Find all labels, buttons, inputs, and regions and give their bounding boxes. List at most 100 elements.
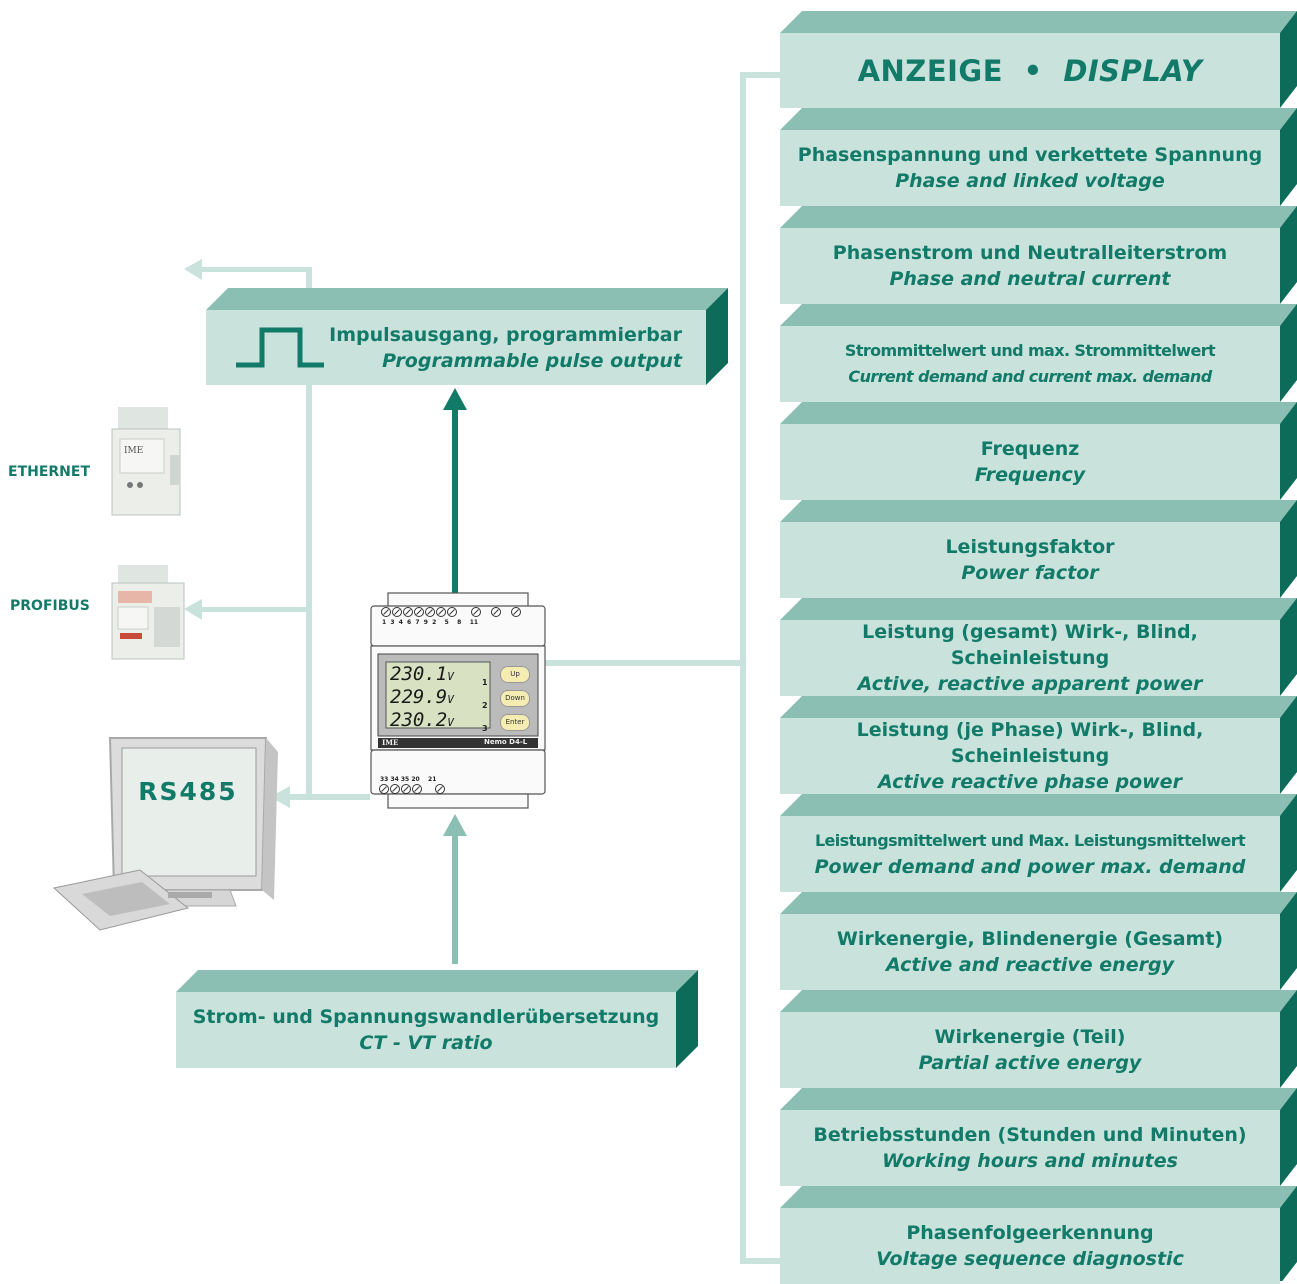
display-item-3: Strommittelwert und max. Strommittelwert…: [780, 326, 1280, 402]
rs485-arrowhead: [270, 786, 290, 808]
display-item-11: Betriebsstunden (Stunden und Minuten) Wor…: [780, 1110, 1280, 1186]
display-item-en: Working hours and minutes: [882, 1150, 1178, 1172]
box-top-face: [780, 402, 1297, 424]
box-side-face: [1280, 11, 1297, 108]
display-header-en: DISPLAY: [1063, 53, 1203, 88]
reading-1-unit: V: [447, 670, 454, 683]
phase-number-2: 2: [482, 701, 488, 710]
box-side-face: [1280, 500, 1297, 598]
box-side-face: [1280, 990, 1297, 1088]
box-top-face: [780, 1088, 1297, 1110]
display-item-en: Voltage sequence diagnostic: [876, 1248, 1184, 1270]
display-item-8: Leistungsmittelwert und Max. Leistungsmi…: [780, 816, 1280, 892]
ethernet-label: ETHERNET: [8, 464, 91, 480]
ratio-box: Strom- und Spannungswandlerübersetzung C…: [176, 992, 676, 1068]
reading-3: 230.2: [390, 709, 448, 731]
display-item-en: Power factor: [961, 562, 1099, 584]
box-top-face: [780, 990, 1297, 1012]
pulse-output-box: Impulsausgang, programmierbar Programmab…: [206, 310, 706, 385]
reading-3-unit: V: [447, 716, 454, 729]
reading-2: 229.9: [390, 686, 448, 708]
ethernet-arrowhead: [184, 259, 202, 280]
rs485-line: [288, 794, 370, 800]
box-top-face: [780, 696, 1297, 718]
rs485-label: RS485: [138, 777, 238, 806]
display-bus-vertical: [740, 72, 746, 1264]
profibus-line: [200, 607, 312, 612]
reading-1: 230.1: [390, 663, 448, 685]
profibus-module-image: [111, 565, 185, 660]
display-item-en: Power demand and power max. demand: [814, 856, 1246, 878]
meter-model: Nemo D4-L: [484, 738, 528, 746]
display-item-de: Leistungsmittelwert und Max. Leistungsmi…: [814, 831, 1246, 850]
display-item-en: Frequency: [974, 464, 1086, 486]
computer-image: [52, 737, 278, 931]
display-header-bullet: •: [1023, 53, 1043, 88]
box-side-face: [1280, 206, 1297, 304]
display-item-en: Current demand and current max. demand: [848, 367, 1212, 386]
display-item-en: Active and reactive energy: [886, 954, 1174, 976]
display-item-de: Wirkenergie, Blindenergie (Gesamt): [836, 928, 1224, 950]
box-top-face: [780, 11, 1297, 33]
box-top-face: [780, 304, 1297, 326]
display-header-de: ANZEIGE: [857, 53, 1004, 88]
ratio-box-de: Strom- und Spannungswandlerübersetzung: [192, 1006, 660, 1028]
display-item-de: Strommittelwert und max. Strommittelwert: [844, 341, 1216, 360]
svg-text:IME: IME: [124, 446, 143, 456]
pulse-output-en: Programmable pulse output: [382, 349, 682, 372]
box-side-face: [1280, 598, 1297, 696]
display-item-de: Wirkenergie (Teil): [934, 1026, 1126, 1048]
display-item-de: Betriebsstunden (Stunden und Minuten): [813, 1124, 1247, 1146]
display-item-de: Phasenfolgeerkennung: [906, 1222, 1154, 1244]
display-item-en: Partial active energy: [918, 1052, 1142, 1074]
box-side-face: [1280, 108, 1297, 206]
display-item-de: Leistung (je Phase) Wirk-, Blind, Schein…: [856, 719, 1204, 767]
display-item-de: Leistung (gesamt) Wirk-, Blind, Scheinle…: [862, 621, 1198, 669]
ratio-input-arrowhead: [443, 814, 467, 836]
display-item-6: Leistung (gesamt) Wirk-, Blind, Scheinle…: [780, 620, 1280, 696]
comm-bus-vertical: [306, 267, 312, 799]
ethernet-module-image: IME: [111, 407, 181, 516]
meter-enter-button[interactable]: Enter: [500, 714, 530, 731]
ratio-box-en: CT - VT ratio: [359, 1032, 493, 1054]
box-side-face: [1280, 402, 1297, 500]
display-item-en: Active, reactive apparent power: [857, 673, 1203, 695]
display-item-en: Phase and neutral current: [889, 268, 1171, 290]
box-top-face: [780, 500, 1297, 522]
meter-down-button[interactable]: Down: [500, 690, 530, 707]
box-top-face: [780, 892, 1297, 914]
pulse-output-arrow: [452, 405, 458, 593]
ethernet-line: [200, 267, 312, 272]
box-side-face: [1280, 1186, 1297, 1281]
display-item-en: Active reactive phase power: [878, 771, 1182, 793]
box-top-face: [206, 288, 728, 310]
box-top-face: [780, 108, 1297, 130]
display-item-de: Frequenz: [980, 438, 1080, 460]
box-side-face: [1280, 892, 1297, 990]
reading-2-unit: V: [447, 693, 454, 706]
display-item-9: Wirkenergie, Blindenergie (Gesamt) Active…: [780, 914, 1280, 990]
display-item-de: Phasenspannung und verkettete Spannung: [797, 144, 1263, 166]
pulse-output-de: Impulsausgang, programmierbar: [329, 323, 682, 346]
ratio-input-arrow: [452, 832, 458, 964]
box-side-face: [1280, 696, 1297, 794]
pulse-output-arrowhead: [443, 388, 467, 410]
box-top-face: [780, 1186, 1297, 1208]
meter-to-display-line: [545, 660, 743, 666]
display-bus-bottom-stub: [740, 1258, 780, 1264]
meter-brand: IME: [382, 738, 399, 747]
profibus-label: PROFIBUS: [10, 598, 90, 614]
box-side-face: [706, 288, 728, 385]
meter-up-button[interactable]: Up: [500, 666, 530, 683]
box-side-face: [1280, 1088, 1297, 1186]
profibus-arrowhead: [184, 599, 202, 620]
meter-top-terminals: 1 3 4 6 7 9 2 5 8 11: [382, 619, 479, 626]
display-header: ANZEIGE • DISPLAY: [780, 33, 1280, 108]
phase-number-3: 3: [482, 724, 488, 733]
pulse-wave-icon: [236, 327, 324, 368]
